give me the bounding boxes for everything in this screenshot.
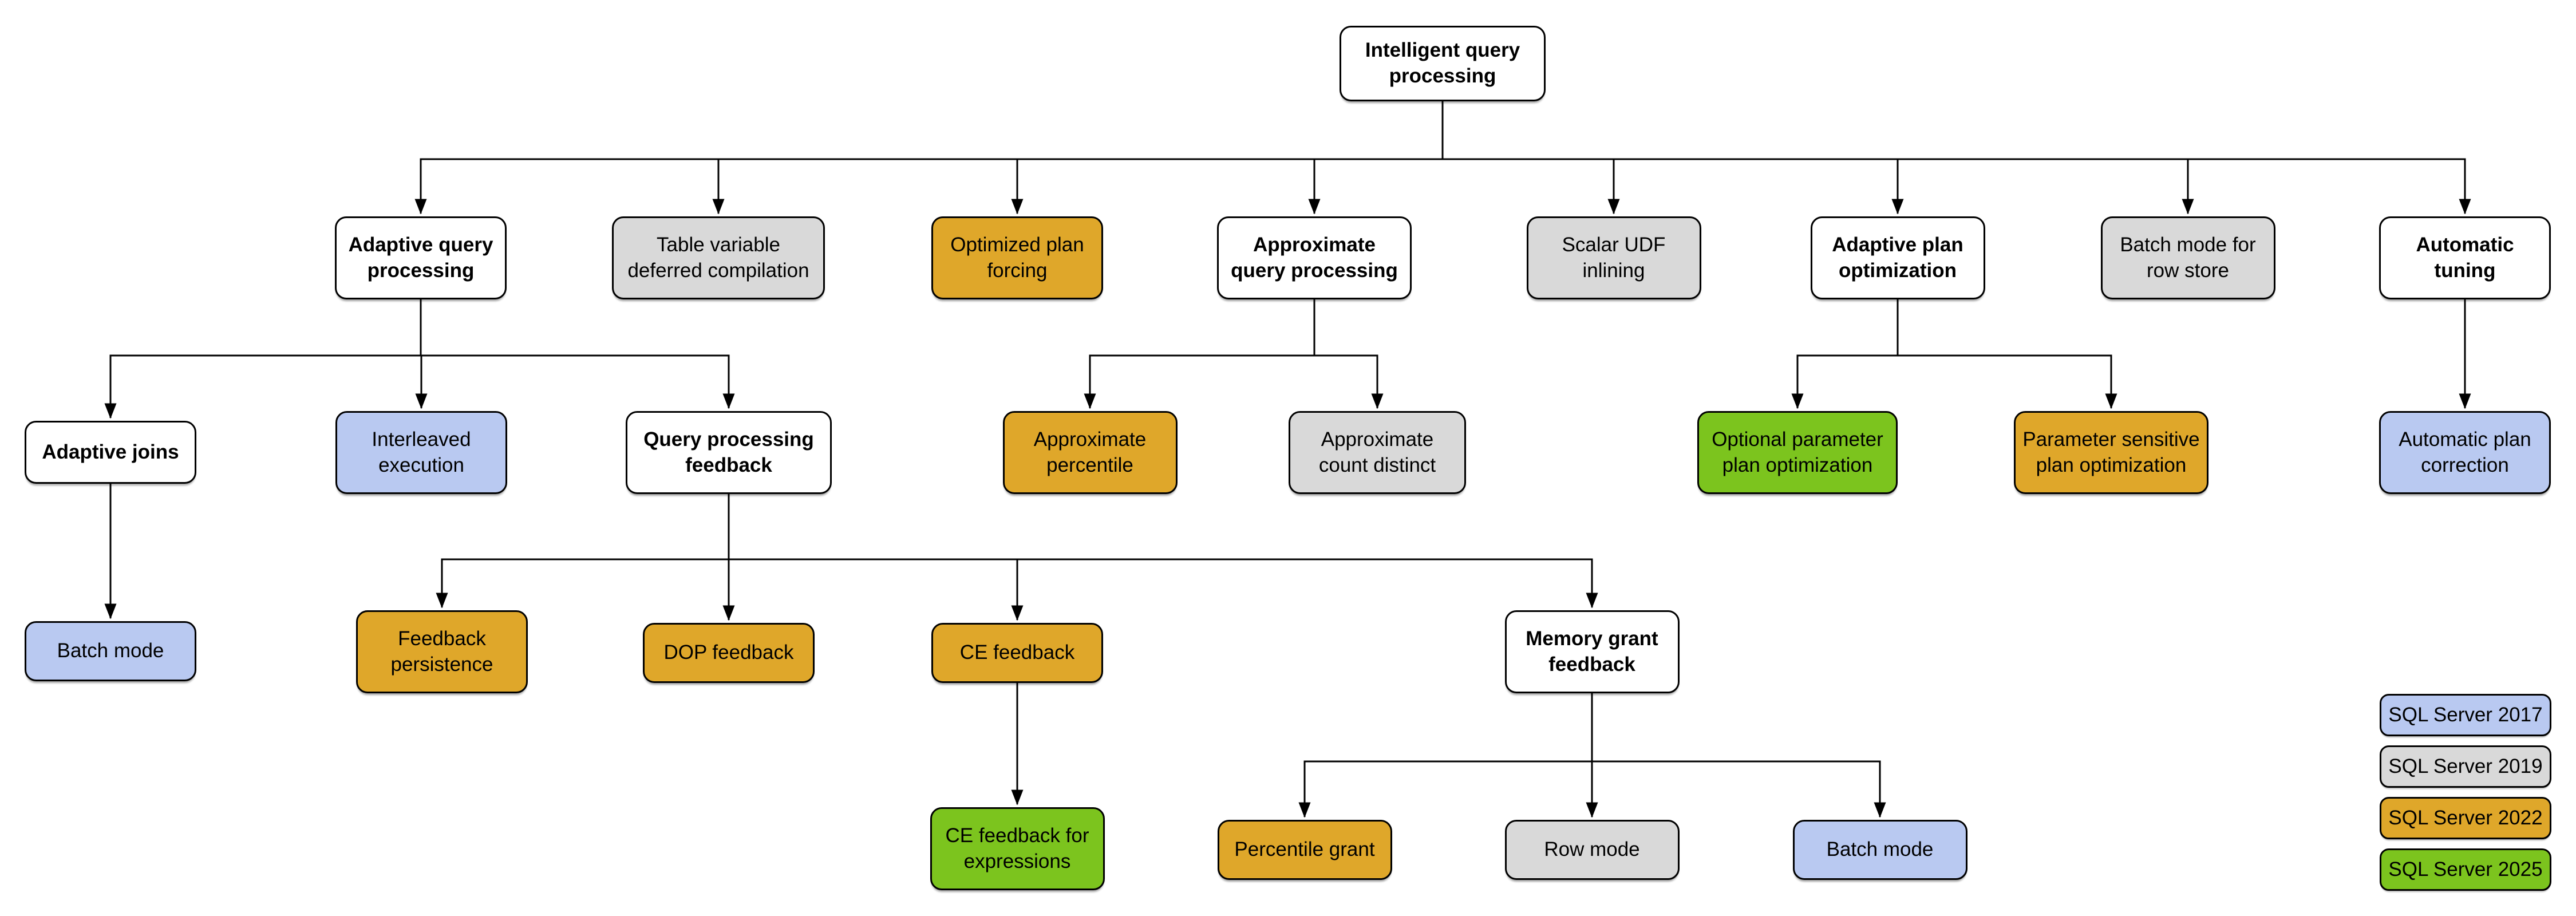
node-automatic-plan-correction: Automatic plan correction [2379,411,2551,494]
node-label: Table variable deferred compilation [627,233,809,282]
node-label: Feedback persistence [390,627,493,676]
legend-item-sql-server-2019: SQL Server 2019 [2380,745,2551,788]
node-row-mode: Row mode [1504,820,1680,880]
node-ce-feedback-for-expressions: CE feedback for expressions [930,807,1105,890]
node-feedback-persistence: Feedback persistence [356,610,528,693]
legend-item-sql-server-2017: SQL Server 2017 [2380,694,2551,736]
node-intelligent-query-processing: Intelligent query processing [1340,26,1546,101]
node-optional-parameter-plan-optimization: Optional parameter plan optimization [1697,411,1898,494]
node-batch-mode-for-row-store: Batch mode for row store [2100,216,2275,299]
node-label: Adaptive query processing [348,233,493,282]
node-label: Row mode [1544,838,1640,861]
node-optimized-plan-forcing: Optimized plan forcing [931,216,1103,299]
node-label: Approximate percentile [1033,428,1147,476]
node-label: Adaptive joins [42,440,179,463]
node-label: Batch mode [1826,838,1934,861]
node-label: Memory grant feedback [1526,627,1658,676]
node-percentile-grant: Percentile grant [1217,820,1392,880]
node-adaptive-query-processing: Adaptive query processing [335,216,507,299]
node-label: CE feedback [959,641,1075,664]
node-approximate-count-distinct: Approximate count distinct [1289,411,1466,494]
node-label: Intelligent query processing [1365,39,1520,87]
node-automatic-tuning: Automatic tuning [2379,216,2551,299]
node-label: Adaptive plan optimization [1832,233,1963,282]
node-label: Batch mode [57,639,164,662]
node-adaptive-plan-optimization: Adaptive plan optimization [1810,216,1985,299]
node-label: Scalar UDF inlining [1562,233,1666,282]
node-approximate-percentile: Approximate percentile [1002,411,1178,494]
node-table-variable-deferred-compilation: Table variable deferred compilation [612,216,825,299]
node-label: Percentile grant [1234,838,1375,861]
node-label: Automatic plan correction [2399,428,2531,476]
legend-item-sql-server-2022: SQL Server 2022 [2380,797,2551,839]
node-label: Optional parameter plan optimization [1712,428,1883,476]
node-interleaved-execution: Interleaved execution [335,411,507,494]
node-label: Approximate count distinct [1318,428,1436,476]
node-label: Parameter sensitive plan optimization [2022,428,2200,476]
node-batch-mode-memory-grant: Batch mode [1792,820,1967,880]
node-label: Optimized plan forcing [950,233,1084,282]
node-label: Batch mode for row store [2120,233,2256,282]
node-query-processing-feedback: Query processing feedback [626,411,832,494]
node-adaptive-joins: Adaptive joins [25,421,196,484]
node-label: Interleaved execution [372,428,471,476]
node-scalar-udf-inlining: Scalar UDF inlining [1526,216,1701,299]
node-parameter-sensitive-plan-optimization: Parameter sensitive plan optimization [2014,411,2208,494]
legend-item-sql-server-2025: SQL Server 2025 [2380,848,2551,891]
node-label: Query processing feedback [643,428,814,476]
node-memory-grant-feedback: Memory grant feedback [1504,610,1680,693]
node-dop-feedback: DOP feedback [643,623,815,683]
node-label: Automatic tuning [2416,233,2514,282]
node-label: Approximate query processing [1231,233,1398,282]
node-label: CE feedback for expressions [945,824,1089,872]
node-label: DOP feedback [663,641,794,664]
node-ce-feedback: CE feedback [931,623,1103,683]
node-approximate-query-processing: Approximate query processing [1217,216,1412,299]
node-batch-mode-adaptive-joins: Batch mode [25,621,196,681]
